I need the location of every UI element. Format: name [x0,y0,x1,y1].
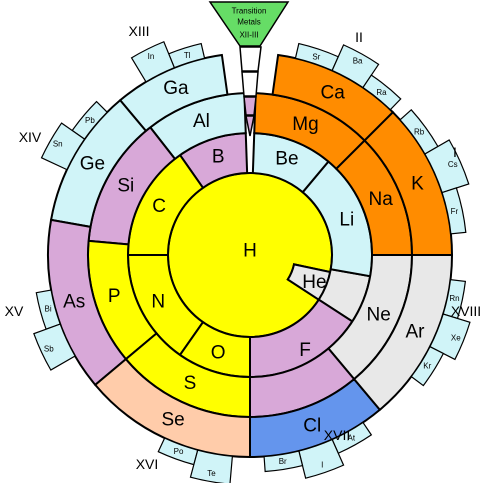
group-label-XIII: XIII [128,23,149,39]
ring-sectors [47,53,454,459]
symbol-Cs: Cs [448,160,458,169]
symbol-Ga: Ga [163,78,189,99]
symbol-Ar: Ar [405,321,425,342]
transition-line-3: XII-III [239,31,258,40]
symbol-Rb: Rb [414,128,425,137]
symbol-Sb: Sb [44,344,54,353]
symbol-He: He [302,272,326,293]
group-label-XVI: XVI [136,456,159,472]
symbol-Bi: Bi [45,305,52,314]
transition-bar-1 [239,46,262,72]
symbol-C: C [152,196,166,217]
symbol-Br: Br [279,457,287,466]
symbol-H: H [243,241,257,262]
symbol-N: N [151,291,165,312]
tab-Br [263,450,304,473]
symbol-Sn: Sn [53,140,63,149]
symbol-Tl: Tl [184,51,191,60]
tab-Sn [40,122,86,171]
symbol-Ca: Ca [320,82,345,103]
tab-Sb [33,323,76,371]
group-label-XVII: XVII [324,427,350,443]
symbol-Si: Si [117,176,134,197]
transition-wedge [208,1,290,47]
symbol-Rn: Rn [449,294,459,303]
tab-Bi [35,289,61,330]
group-label-XV: XV [5,303,24,319]
group-label-XVIII: XVIII [451,303,481,319]
symbol-In: In [148,52,155,61]
symbol-Mg: Mg [292,114,318,135]
symbol-K: K [411,173,424,194]
group-label-XIV: XIV [19,129,42,145]
symbol-Sr: Sr [312,52,320,61]
group-label-I: I [453,144,457,160]
symbol-Cl: Cl [303,416,321,437]
symbol-P: P [108,286,121,307]
symbol-Xe: Xe [451,334,461,343]
symbol-F: F [299,340,311,361]
transition-line-2: Metals [237,18,261,27]
symbol-Ra: Ra [376,88,387,97]
transition-line-1: Transition [232,7,267,16]
transition-metals-wedge [208,1,290,137]
symbol-Se: Se [161,409,184,430]
transition-bar-2 [241,71,259,97]
tab-In [130,40,176,83]
tab-Po [157,437,199,466]
symbol-B: B [212,147,225,168]
symbol-Po: Po [174,447,184,456]
symbol-Al: Al [193,111,210,132]
symbol-Ba: Ba [353,56,363,65]
transition-bar-4 [245,115,255,137]
group-label-II: II [355,29,363,45]
tab-Pb [71,100,109,140]
symbol-I: I [321,460,323,469]
small-element-tabs [33,40,471,483]
symbol-Be: Be [275,148,298,169]
symbol-Te: Te [207,469,216,478]
symbol-Ge: Ge [80,154,105,175]
tab-Kr [410,345,445,387]
tab-Ra [362,74,402,111]
symbol-Li: Li [339,209,354,230]
symbol-O: O [211,342,226,363]
symbol-Ne: Ne [367,305,391,326]
symbol-Na: Na [369,189,394,210]
symbol-Kr: Kr [423,361,431,370]
symbol-Fr: Fr [451,207,459,216]
symbol-Pb: Pb [85,116,95,125]
transition-bar-3 [243,96,257,116]
symbol-At: At [348,433,356,442]
symbol-S: S [184,373,197,394]
tab-Tl [167,42,206,69]
symbol-As: As [63,292,85,313]
sector-Ge [49,98,148,229]
tab-Fr [441,187,467,235]
